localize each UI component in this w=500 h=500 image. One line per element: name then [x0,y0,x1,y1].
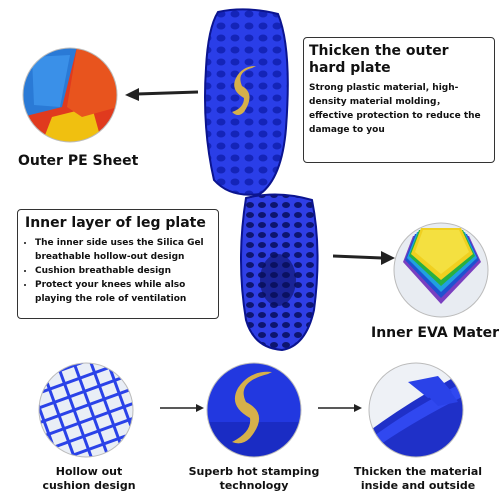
thicken-outer-body: Strong plastic material, high-density ma… [309,83,481,135]
inner-layer-box: Inner layer of leg plate The inner side … [17,209,219,319]
outer-pe-label: Outer PE Sheet [18,153,139,169]
hollow-cushion-label: Hollow out cushion design [42,465,136,492]
arrow-right-icon [160,403,204,413]
outer-pe-image [22,47,118,143]
inner-layer-bullets: The inner side uses the Silica Gel breat… [25,236,211,306]
thicken-outer-box: Thicken the outer hard plate Strong plas… [303,37,495,163]
thicken-outer-title-2: hard plate [309,60,391,76]
shin-guard-inner-image [232,190,324,352]
thicken-material-image [368,362,464,458]
arrow-right-icon [318,403,362,413]
inner-layer-bullet: Protect your knees while also playing th… [35,278,211,306]
arrow-right-icon [333,250,395,266]
hot-stamping-label: Superb hot stamping technology [188,465,320,492]
thicken-material-label: Thicken the material inside and outside [353,465,483,492]
inner-eva-label: Inner EVA Material [371,325,500,341]
inner-eva-image [393,222,489,318]
arrow-left-icon [125,86,200,102]
thicken-outer-title-1: Thicken the outer [309,43,449,59]
hollow-cushion-image [38,362,134,458]
inner-layer-bullet: Cushion breathable design [35,264,211,278]
inner-layer-bullet: The inner side uses the Silica Gel breat… [35,236,211,264]
shin-guard-outer-image [200,8,292,198]
hot-stamping-image [206,362,302,458]
inner-layer-title: Inner layer of leg plate [25,215,206,231]
